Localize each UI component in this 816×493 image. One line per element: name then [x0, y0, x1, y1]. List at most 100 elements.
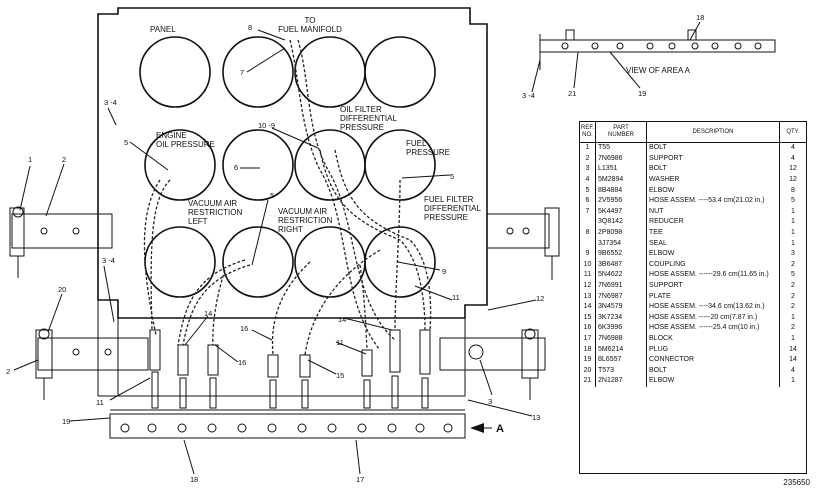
ref-no-cell: 21 [580, 376, 597, 387]
part-number-cell: 5M2894 [595, 174, 648, 186]
description-cell: BOLT [646, 142, 781, 154]
ref-14-left: 14 [204, 309, 212, 318]
ref-3: 3 [488, 397, 492, 406]
right-support-upper [486, 207, 560, 280]
qty-cell: 8 [791, 186, 795, 194]
ref-11-right: 11 [452, 293, 460, 302]
ref-5-vac: 5 [270, 191, 274, 200]
header-description: DESCRIPTION [646, 122, 781, 143]
qty-cell: 1 [791, 377, 795, 385]
qty-cell: 14 [789, 345, 797, 353]
qty-cell: 1 [791, 334, 795, 342]
part-number-cell: 5K4497 [595, 206, 648, 218]
part-number-cell: 7N6991 [595, 280, 648, 292]
qty-cell: 1 [791, 207, 795, 215]
part-number-cell: 3B6487 [595, 259, 648, 271]
description-cell: SEAL [646, 238, 781, 249]
description-cell: TEE [646, 227, 781, 239]
description-cell: BLOCK [646, 333, 781, 345]
qty-cell: 4 [791, 144, 795, 152]
qty-cell: 2 [791, 303, 795, 311]
part-number-cell: 6K3996 [595, 323, 648, 334]
part-number-cell: 5M6214 [595, 344, 648, 355]
ref-1: 1 [28, 155, 32, 164]
description-cell: PLATE [646, 291, 781, 302]
description-cell: PLUG [646, 344, 781, 355]
part-number-cell: T55 [595, 142, 648, 154]
ref-no-cell: 14 [580, 301, 597, 313]
description-cell: ELBOW [646, 185, 781, 196]
description-cell: HOSE ASSEM. ----34.6 cm(13.62 in.) [646, 301, 781, 313]
ref-no-cell: 7 [580, 206, 597, 218]
ref-no-cell: 20 [580, 365, 597, 377]
part-number-cell: 7N6988 [595, 333, 648, 345]
description-cell: HOSE ASSEM. ----53.4 cm(21.02 in.) [646, 195, 781, 207]
ref-no-cell [580, 217, 597, 228]
ref-no-cell: 16 [580, 323, 597, 334]
description-cell: ELBOW [646, 376, 781, 387]
left-support-lower [35, 328, 149, 400]
description-cell: HOSE ASSEM. ------29.6 cm(11.65 in.) [646, 270, 781, 281]
leader-lines [13, 29, 537, 475]
part-number-cell: 8B4884 [595, 185, 648, 196]
qty-cell: 2 [791, 260, 795, 268]
ref-no-cell: 18 [580, 344, 597, 355]
qty-cell: 12 [789, 165, 797, 173]
description-cell: HOSE ASSEM. ------25.4 cm(10 in.) [646, 323, 781, 334]
ref-7: 7 [240, 68, 244, 77]
ref-16-lower: 16 [238, 358, 246, 367]
header-ref-no: REF.NO. [580, 122, 597, 143]
ref-19-inset: 19 [638, 89, 646, 98]
ref-3-4-upper: 3 -4 [104, 98, 117, 107]
ref-no-cell: 5 [580, 185, 597, 196]
description-cell: REDUCER [646, 217, 781, 228]
ref-8: 8 [248, 23, 252, 32]
description-cell: COUPLING [646, 259, 781, 271]
part-number-cell: 3J7354 [595, 238, 648, 249]
part-number-cell: T573 [595, 365, 648, 377]
qty-cell: 12 [789, 176, 797, 184]
part-number-cell: 8L6557 [595, 354, 648, 366]
ref-18-inset: 18 [696, 13, 704, 22]
part-number-cell: 2P8098 [595, 227, 648, 239]
gauge-holes [139, 36, 436, 298]
left-support-upper [9, 206, 113, 278]
ref-no-cell: 2 [580, 153, 597, 165]
part-number-cell: 5N4622 [595, 270, 648, 281]
part-number-cell: 2V5956 [595, 195, 648, 207]
qty-cell: 1 [791, 313, 795, 321]
ref-no-cell: 9 [580, 248, 597, 260]
description-cell: BOLT [646, 164, 781, 175]
description-cell: ELBOW [646, 248, 781, 260]
ref-no-cell: 15 [580, 312, 597, 324]
ref-16-upper: 16 [240, 324, 248, 333]
ref-no-cell: 3 [580, 164, 597, 175]
ref-12: 12 [536, 294, 544, 303]
ref-11-mid: 11 [336, 338, 344, 347]
ref-no-cell: 4 [580, 174, 597, 186]
description-cell: NUT [646, 206, 781, 218]
ref-14-right: 14 [338, 315, 346, 324]
